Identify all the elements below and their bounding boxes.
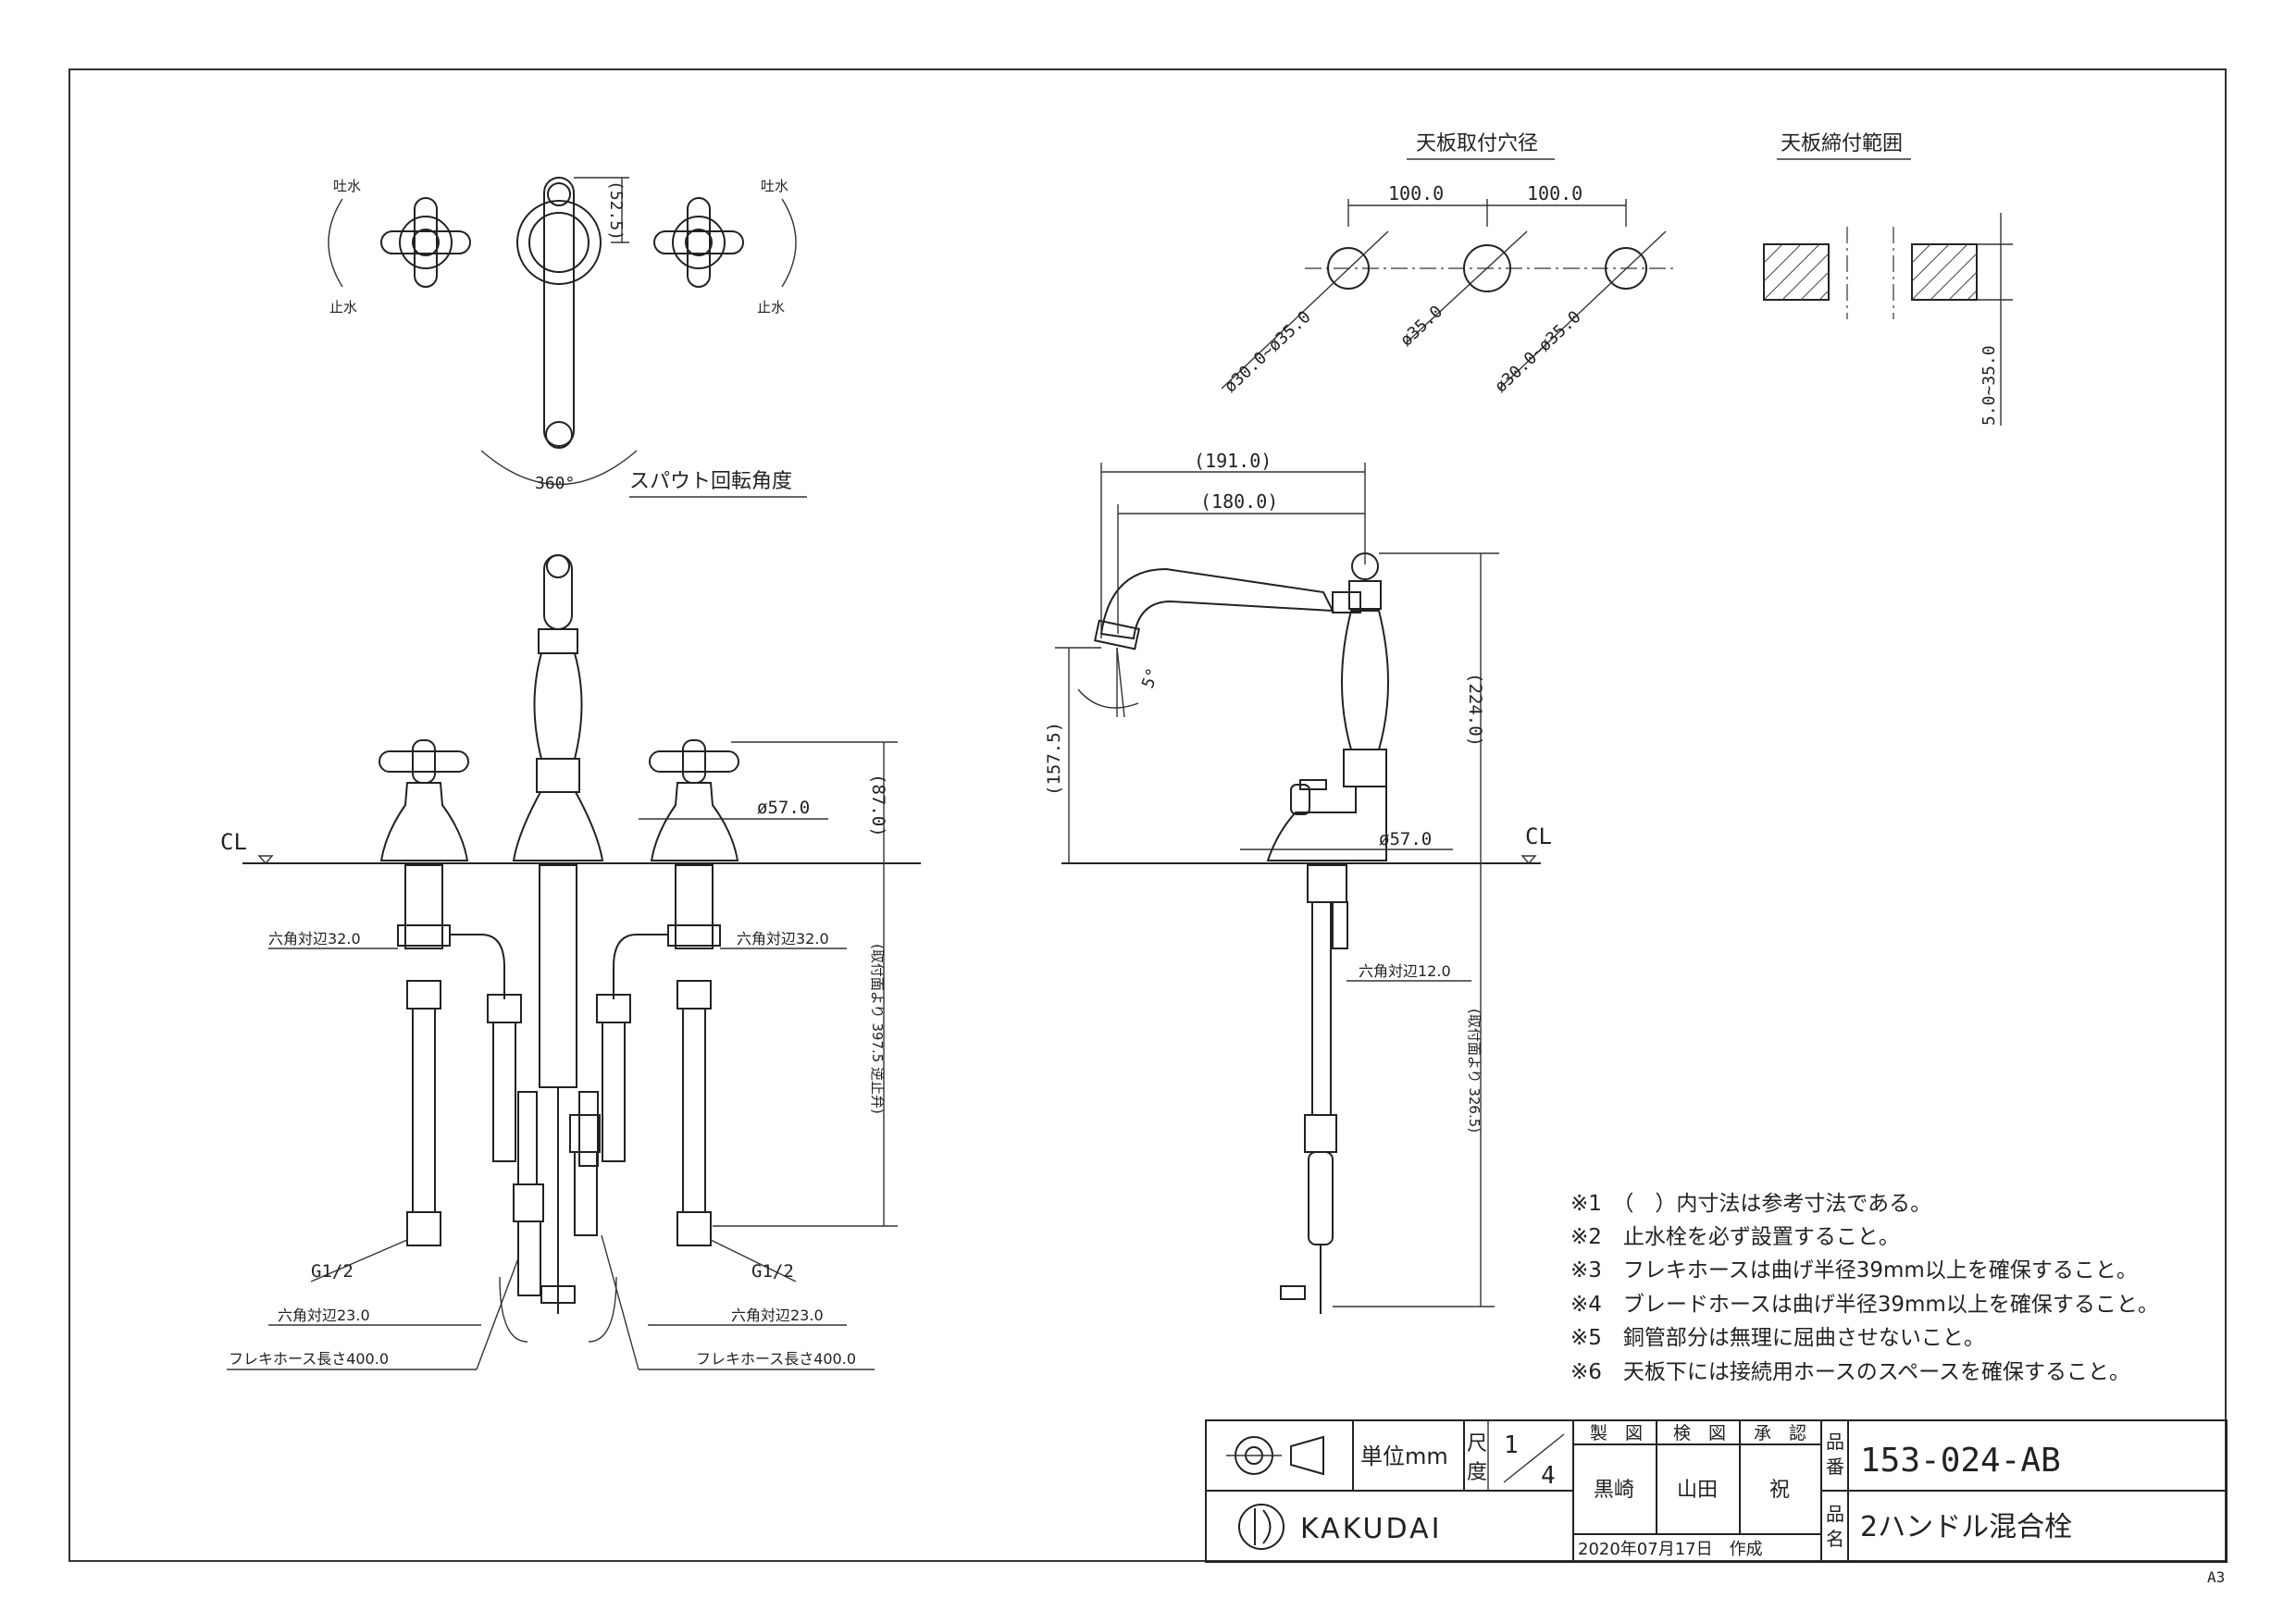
label-stop-right-bottom: 止水 <box>757 299 785 316</box>
dim-side-base: ø57.0 <box>1379 829 1432 849</box>
dim-hole-center: ø35.0 <box>1396 302 1446 350</box>
handle-left-front-icon <box>379 739 469 861</box>
part-no-label-1: 品 <box>1826 1431 1844 1453</box>
col-draw: 製 図 <box>1590 1423 1643 1443</box>
dim-spout-height: (157.5) <box>1044 722 1064 796</box>
dim-angle: 5° <box>1138 665 1163 691</box>
part-no: 153-024-AB <box>1860 1442 2061 1480</box>
dim-total-height: (224.0) <box>1465 673 1485 747</box>
front-view: CL <box>220 554 921 1370</box>
dim-front-length: (取付面より 397.5 逆止弁) <box>869 944 886 1114</box>
part-name: 2ハンドル混合栓 <box>1860 1511 2072 1543</box>
part-name-label-2: 名 <box>1826 1528 1844 1550</box>
drawing-date: 2020年07月17日 作成 <box>1578 1540 1763 1559</box>
hole-left-icon <box>1327 247 1370 290</box>
dim-hole-right: ø30.0~ø35.0 <box>1491 307 1585 397</box>
part-no-label-2: 番 <box>1826 1456 1844 1478</box>
rotation-arc-icon <box>480 450 638 486</box>
side-view: CL (191.0) (180.0) <box>1044 450 1552 1314</box>
thickness-section: 天板締付範囲 5.0~35.0 <box>1763 132 2013 426</box>
hole-section: 天板取付穴径 100.0 100.0 ø30.0~ø35.0 ø35.0 ø30… <box>1221 132 1675 397</box>
dim-hex-left: 六角対辺32.0 <box>268 930 361 948</box>
hole-center-icon <box>1463 244 1511 292</box>
handle-right-front-icon <box>649 739 739 861</box>
hole-right-icon <box>1605 247 1647 290</box>
unit-label: 単位mm <box>1360 1443 1448 1469</box>
part-name-label-1: 品 <box>1826 1503 1844 1525</box>
notes: ※1 （ ）内寸法は参考寸法である。 ※2 止水栓を必ず設置すること。 ※3 フ… <box>1570 1192 2159 1384</box>
label-cl-side: CL <box>1525 824 1552 849</box>
kakudai-logo-icon <box>1238 1504 1285 1550</box>
dim-pitch-right: 100.0 <box>1527 182 1582 204</box>
thickness-title: 天板締付範囲 <box>1781 132 1903 155</box>
note-3: ※3 フレキホースは曲げ半径39mm以上を確保すること。 <box>1570 1258 2138 1282</box>
title-block: 単位mm 尺 度 1 4 製 図 検 図 承 認 黒崎 山田 祝 2020年07… <box>1205 1419 2228 1563</box>
name-check: 山田 <box>1677 1479 1718 1502</box>
dim-hex23-right: 六角対辺23.0 <box>731 1307 824 1324</box>
scale-label-2: 度 <box>1467 1461 1487 1484</box>
name-approve: 祝 <box>1769 1479 1790 1502</box>
scale-label-1: 尺 <box>1467 1432 1487 1456</box>
dim-hole-left: ø30.0~ø35.0 <box>1221 307 1315 397</box>
dim-hex-right: 六角対辺32.0 <box>737 930 829 948</box>
scale-num: 1 <box>1504 1431 1519 1459</box>
spout-front-icon <box>512 554 604 861</box>
dim-side-length: (取付面より 326.5) <box>1466 1009 1483 1133</box>
note-2: ※2 止水栓を必ず設置すること。 <box>1570 1225 1900 1249</box>
dim-front-base: ø57.0 <box>757 798 810 818</box>
rotation-arrow-right-icon <box>781 198 797 288</box>
thread-right: G1/2 <box>751 1261 794 1282</box>
sheet-size: A3 <box>2207 1568 2225 1586</box>
dim-reach-outer: (191.0) <box>1194 450 1272 472</box>
handle-left-top-icon <box>380 197 471 288</box>
note-6: ※6 天板下には接続用ホースのスペースを確保すること。 <box>1570 1360 2130 1384</box>
handle-right-top-icon <box>653 197 744 288</box>
projection-symbol-icon <box>1226 1435 1324 1476</box>
label-rotation: 360° <box>535 474 575 493</box>
note-1: ※1 （ ）内寸法は参考寸法である。 <box>1570 1192 1931 1216</box>
note-4: ※4 ブレードホースは曲げ半径39mm以上を確保すること。 <box>1570 1293 2159 1317</box>
label-cl-front: CL <box>220 829 247 855</box>
col-check: 検 図 <box>1673 1423 1726 1443</box>
dim-hex23-left: 六角対辺23.0 <box>278 1307 370 1324</box>
spout-side-icon <box>1094 552 1389 1314</box>
drawing-frame <box>68 68 2227 1562</box>
hose-length-left: フレキホース長さ400.0 <box>229 1350 389 1368</box>
scale-den: 4 <box>1541 1462 1556 1490</box>
brand-name: KAKUDAI <box>1300 1513 1442 1545</box>
rotation-arrow-left-icon <box>328 198 343 288</box>
thread-left: G1/2 <box>311 1261 354 1282</box>
hole-section-title: 天板取付穴径 <box>1416 132 1538 155</box>
note-5: ※5 銅管部分は無理に屈曲させないこと。 <box>1570 1326 1985 1350</box>
dim-hex12: 六角対辺12.0 <box>1359 962 1451 980</box>
supply-pipes-icon <box>397 864 721 1343</box>
col-approve: 承 認 <box>1754 1423 1806 1443</box>
label-spout-right-top: 吐水 <box>761 178 788 194</box>
dim-reach-inner: (180.0) <box>1200 490 1278 513</box>
dim-thickness: 5.0~35.0 <box>1980 345 1999 426</box>
hose-length-right: フレキホース長さ400.0 <box>696 1350 856 1368</box>
dim-spout-top: (52.5) <box>606 180 626 241</box>
dim-front-height: (87.0) <box>868 774 888 837</box>
top-view: 吐水 止水 吐水 止水 (52.5) 360° スパウト回転角度 <box>328 177 807 498</box>
label-rotation-title: スパウト回転角度 <box>629 470 792 493</box>
dim-pitch-left: 100.0 <box>1388 182 1444 204</box>
name-draw: 黒崎 <box>1594 1479 1634 1502</box>
label-stop-left-bottom: 止水 <box>329 299 357 316</box>
spout-top-icon <box>516 177 602 449</box>
label-spout-left-top: 吐水 <box>333 178 361 194</box>
